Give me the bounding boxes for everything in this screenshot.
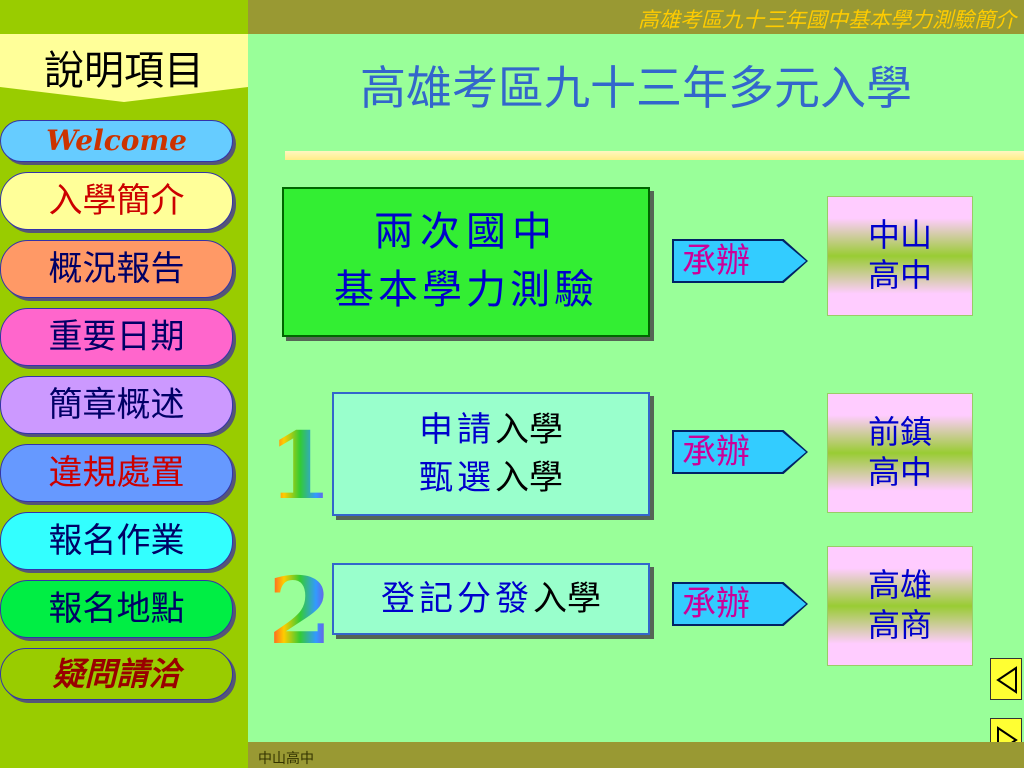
nav-inquiries[interactable]: 疑問請洽: [0, 648, 233, 700]
allocation-label: 登記分發: [381, 579, 533, 619]
path-number-2: 2: [268, 557, 333, 665]
admission-label-2: 入學: [495, 458, 563, 498]
host-arrow-3[interactable]: 承辦: [674, 584, 806, 624]
nav-inquiries-label: 疑問請洽: [52, 655, 181, 693]
prev-slide-button[interactable]: [990, 658, 1022, 700]
nav-intro-label: 入學簡介: [48, 181, 185, 221]
application-line1: 申請入學: [334, 406, 648, 454]
school-kaohsiung-commercial-line2: 高商: [867, 606, 932, 644]
host-label-1: 承辦: [682, 241, 750, 281]
bottom-bar-left: [0, 742, 248, 768]
school-zhongshan-line1: 中山: [867, 216, 932, 254]
nav-registration-locations-label: 報名地點: [48, 589, 185, 629]
bottom-bar: [248, 742, 1024, 768]
school-kaohsiung-commercial-line1: 高雄: [867, 566, 932, 604]
nav-registration-locations[interactable]: 報名地點: [0, 580, 233, 638]
selection-line2: 甄選入學: [334, 454, 648, 502]
exam-box: 兩次國中 基本學力測驗: [282, 187, 650, 337]
path-number-1: 1: [268, 412, 333, 520]
host-label-3: 承辦: [682, 584, 750, 624]
header-title: 高雄考區九十三年國中基本學力測驗簡介: [638, 8, 1016, 32]
nav-brochure-overview[interactable]: 簡章概述: [0, 376, 233, 434]
host-arrow-1[interactable]: 承辦: [674, 241, 806, 281]
nav-brochure-overview-label: 簡章概述: [48, 385, 185, 425]
title-underline: [285, 151, 1024, 160]
admission-label-1: 入學: [495, 410, 563, 450]
host-label-2: 承辦: [682, 432, 750, 472]
application-box: 申請入學 甄選入學: [332, 392, 650, 516]
school-zhongshan[interactable]: 中山 高中: [827, 196, 973, 316]
top-bar: 高雄考區九十三年國中基本學力測驗簡介: [248, 0, 1024, 34]
school-zhongshan-line2: 高中: [867, 256, 932, 294]
nav-registration-label: 報名作業: [48, 521, 185, 561]
nav-violations-label: 違規處置: [48, 453, 185, 493]
nav-intro[interactable]: 入學簡介: [0, 172, 233, 230]
application-label: 申請: [419, 410, 495, 450]
nav-status-report[interactable]: 概況報告: [0, 240, 233, 298]
nav-welcome[interactable]: Welcome: [0, 120, 233, 162]
exam-box-line1: 兩次國中: [374, 209, 558, 255]
allocation-box: 登記分發入學: [332, 563, 650, 635]
selection-label: 甄選: [419, 458, 495, 498]
school-qianzhen-line2: 高中: [867, 453, 932, 491]
nav-important-dates-label: 重要日期: [48, 317, 185, 357]
school-kaohsiung-commercial[interactable]: 高雄 高商: [827, 546, 973, 666]
exam-box-line2: 基本學力測驗: [334, 267, 598, 313]
nav-violations[interactable]: 違規處置: [0, 444, 233, 502]
menu-banner: [0, 34, 248, 102]
nav-welcome-label: Welcome: [46, 124, 187, 157]
nav-registration[interactable]: 報名作業: [0, 512, 233, 570]
page-title: 高雄考區九十三年多元入學: [360, 61, 912, 115]
top-bar-left: [0, 0, 248, 34]
school-qianzhen-line1: 前鎮: [867, 413, 932, 451]
footer-text: 中山高中: [258, 751, 314, 767]
menu-title: 說明項目: [44, 48, 204, 94]
admission-label-3: 入學: [533, 579, 601, 619]
school-qianzhen[interactable]: 前鎮 高中: [827, 393, 973, 513]
triangle-left-icon: [996, 666, 1017, 694]
host-arrow-2[interactable]: 承辦: [674, 432, 806, 472]
nav-important-dates[interactable]: 重要日期: [0, 308, 233, 366]
nav-status-report-label: 概況報告: [48, 249, 185, 289]
